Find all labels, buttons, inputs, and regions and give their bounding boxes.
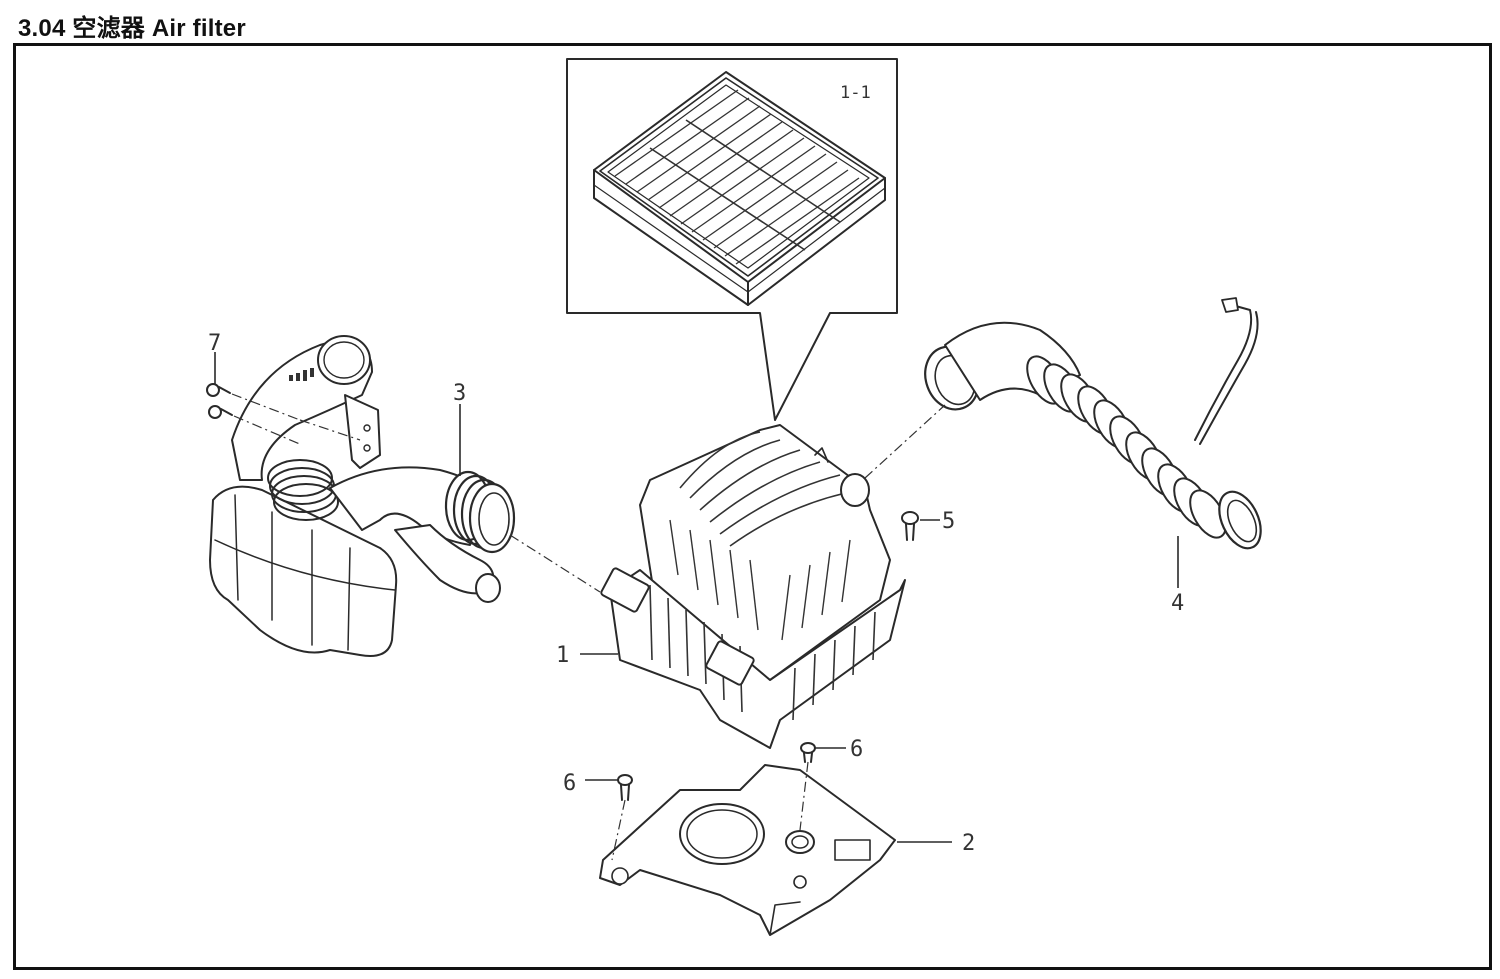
callout-5: 5 xyxy=(942,509,955,534)
inset-label: 1-1 xyxy=(840,83,871,103)
bellows-outlet xyxy=(444,470,516,554)
bolt-5 xyxy=(901,511,919,541)
leader-lines xyxy=(214,352,1179,843)
callout-7: 7 xyxy=(208,331,221,356)
air-filter-element xyxy=(593,71,886,306)
intake-duct-assembly xyxy=(206,335,516,657)
bolt-6-left xyxy=(617,774,633,801)
bolt-7-upper xyxy=(206,383,231,397)
callout-4: 4 xyxy=(1171,591,1184,616)
callout-3: 3 xyxy=(453,381,466,406)
callout-6-right: 6 xyxy=(850,737,863,762)
air-filter-housing xyxy=(600,424,906,749)
bolt-7-lower xyxy=(208,405,233,419)
intake-hose xyxy=(924,297,1262,550)
hose-corrugations xyxy=(1026,355,1227,539)
diagram-frame xyxy=(13,43,1492,970)
callout-1: 1 xyxy=(556,643,569,668)
inset-detail: 1-1 xyxy=(566,58,898,421)
bellows-upper xyxy=(267,459,339,521)
mounting-bracket xyxy=(599,764,896,936)
bolt-6-right xyxy=(800,742,816,763)
page-title: 3.04 空滤器 Air filter xyxy=(18,15,246,42)
assembly-lines xyxy=(509,404,946,861)
callout-2: 2 xyxy=(962,831,975,856)
callout-6-left: 6 xyxy=(563,771,576,796)
